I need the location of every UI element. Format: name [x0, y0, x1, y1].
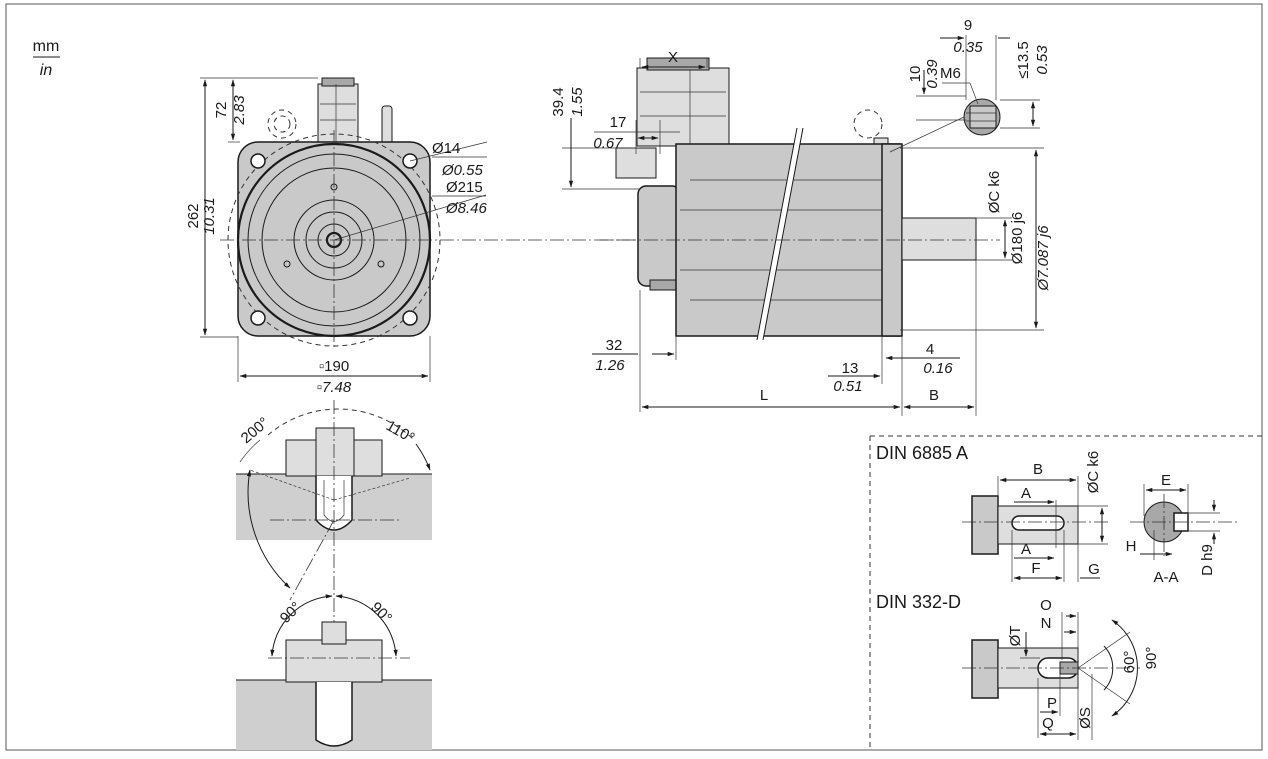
din-332-angle-90: 90°	[1143, 647, 1160, 670]
dim-eyebolt-w-in: 0.35	[953, 39, 983, 56]
dim-height-mm: 262	[185, 203, 202, 228]
dim-offset-mm: 17	[610, 114, 627, 131]
dim-rear-mm: 32	[606, 337, 623, 354]
din-332-angle-60: 60°	[1121, 651, 1138, 674]
din-6885-e: E	[1161, 472, 1171, 489]
dim-eyebolt-depth-in: 0.53	[1034, 45, 1051, 75]
din-332-center-hole-detail: DIN 332-D 60° 90° O N ØT P Q ØS	[876, 592, 1160, 740]
dim-pcd-in: Ø8.46	[445, 200, 488, 217]
units-mm: mm	[33, 38, 60, 55]
thread-size: M6	[940, 65, 961, 82]
dim-top-in: 2.83	[231, 95, 248, 126]
din-6885-a-bot: A	[1021, 541, 1031, 558]
front-view-dimensions: 262 10.31 72 2.83 Ø14 Ø0.55 Ø215 Ø8.46 ▫…	[185, 77, 488, 396]
dim-eyebolt-depth-mm: ≤13.5	[1015, 41, 1032, 78]
dim-flange-mm: ▫190	[319, 358, 349, 375]
din-332-o: O	[1040, 597, 1052, 614]
dim-hole-mm: Ø14	[432, 140, 460, 157]
din-6885-g: G	[1088, 561, 1100, 578]
din-332-n: N	[1041, 615, 1052, 632]
dim-conn-h-mm: 39.4	[550, 87, 567, 116]
din-332-t: ØT	[1007, 626, 1024, 647]
din-6885-c: ØC k6	[1085, 451, 1102, 494]
din-6885-f: F	[1031, 560, 1040, 577]
dim-shoulder-mm: 13	[842, 360, 859, 377]
din-332-q: Q	[1042, 715, 1054, 732]
connector-rotation-bottom: 90° 90°	[236, 594, 432, 750]
din-6885-b: B	[1033, 461, 1043, 478]
angle-110: 110°	[383, 417, 417, 447]
dim-rear-in: 1.26	[595, 357, 625, 374]
dim-height-in: 10.31	[201, 197, 218, 235]
units-in: in	[40, 62, 53, 79]
dim-hole-in: Ø0.55	[441, 162, 484, 179]
dim-offset-in: 0.67	[593, 135, 623, 152]
drawing-frame	[5, 3, 1263, 751]
dim-pcd-mm: Ø215	[446, 179, 483, 196]
angle-200: 200°	[238, 414, 273, 447]
dim-x: X	[668, 49, 678, 66]
din-332-title: DIN 332-D	[876, 592, 961, 612]
dim-step-in: 0.16	[923, 360, 953, 377]
eyebolt-detail: 9 0.35 10 0.39 M6 ≤13.5 0.53	[889, 17, 1051, 153]
dim-conn-h-in: 1.55	[569, 87, 586, 117]
din-6885-key-detail: DIN 6885 A B A A ØC k6 F G E	[876, 443, 1240, 586]
side-view-dimensions: X 39.4 1.55 17 0.67 32 1.26 13 0.51 4 0.…	[550, 49, 1052, 416]
dim-step-mm: 4	[926, 341, 934, 358]
din-6885-section: A-A	[1153, 569, 1178, 586]
dim-l: L	[760, 387, 768, 404]
motor-shaft	[901, 217, 977, 261]
din-6885-title: DIN 6885 A	[876, 443, 968, 463]
dim-eyebolt-w-mm: 9	[964, 17, 972, 34]
din-6885-d: D h9	[1199, 544, 1216, 576]
units-label: mm in	[33, 38, 60, 79]
dim-b: B	[929, 387, 939, 404]
din-332-p: P	[1047, 695, 1057, 712]
connector-rotation-top: 200° 110°	[236, 400, 432, 750]
shaft-options-panel	[869, 435, 1262, 750]
dim-top-mm: 72	[213, 102, 230, 119]
din-332-s: ØS	[1077, 707, 1094, 729]
din-6885-a-top: A	[1021, 485, 1031, 502]
dim-shaft-dia: ØC k6	[986, 171, 1003, 214]
dim-eyebolt-h-mm: 10	[907, 66, 924, 83]
dim-flange-in: ▫7.48	[317, 379, 352, 396]
angle-90-right: 90°	[367, 599, 395, 627]
angle-90-left: 90°	[277, 599, 305, 627]
dim-shoulder-in: 0.51	[833, 378, 862, 395]
din-6885-h: H	[1126, 538, 1137, 555]
side-view	[600, 57, 1000, 341]
front-view	[220, 77, 640, 350]
power-connector	[636, 67, 730, 147]
dim-pilot-in: Ø7.087 j6	[1035, 225, 1052, 292]
dim-pilot-mm: Ø180 j6	[1009, 212, 1026, 265]
dim-eyebolt-h-in: 0.39	[924, 59, 941, 89]
